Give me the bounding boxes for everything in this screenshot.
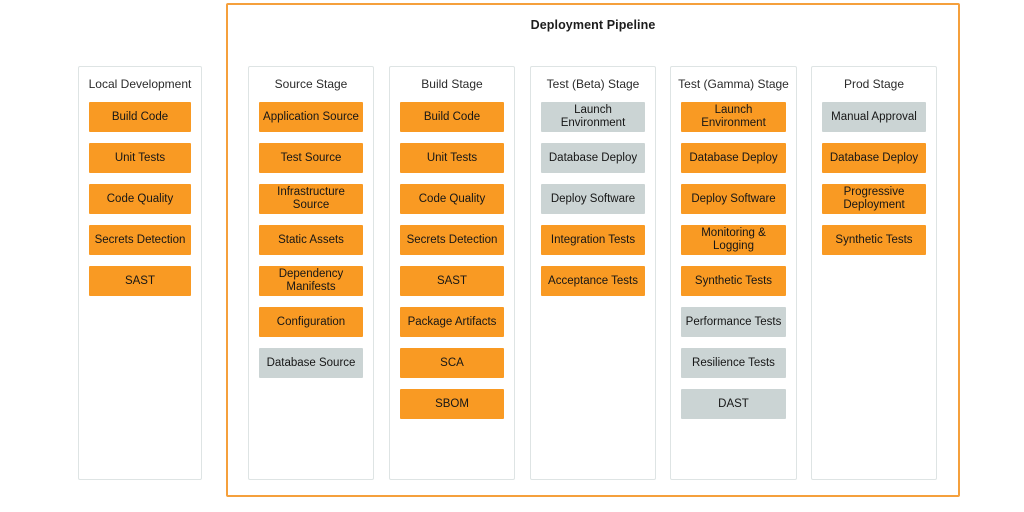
pipeline-step[interactable]: Deploy Software xyxy=(541,184,645,214)
pipeline-step[interactable]: Manual Approval xyxy=(822,102,926,132)
pipeline-step[interactable]: Dependency Manifests xyxy=(259,266,363,296)
pipeline-step[interactable]: SAST xyxy=(400,266,504,296)
pipeline-step[interactable]: Monitoring & Logging xyxy=(681,225,786,255)
pipeline-container: Deployment Pipeline xyxy=(226,3,960,497)
pipeline-step[interactable]: Integration Tests xyxy=(541,225,645,255)
pipeline-step[interactable]: Database Deploy xyxy=(681,143,786,173)
pipeline-step[interactable]: Secrets Detection xyxy=(89,225,191,255)
stage-header-prod-stage: Prod Stage xyxy=(843,77,905,91)
pipeline-step[interactable]: Resilience Tests xyxy=(681,348,786,378)
stage-header-local-development: Local Development xyxy=(88,77,192,91)
pipeline-title: Deployment Pipeline xyxy=(530,18,656,32)
pipeline-step[interactable]: Launch Environment xyxy=(541,102,645,132)
stage-header-build-stage: Build Stage xyxy=(421,77,483,91)
pipeline-step[interactable]: Progressive Deployment xyxy=(822,184,926,214)
pipeline-step[interactable]: Static Assets xyxy=(259,225,363,255)
pipeline-step[interactable]: Unit Tests xyxy=(89,143,191,173)
stage-header-source-stage: Source Stage xyxy=(274,77,348,91)
pipeline-step[interactable]: Infrastructure Source xyxy=(259,184,363,214)
pipeline-step[interactable]: SBOM xyxy=(400,389,504,419)
pipeline-step[interactable]: Synthetic Tests xyxy=(822,225,926,255)
pipeline-step[interactable]: Synthetic Tests xyxy=(681,266,786,296)
pipeline-step[interactable]: SCA xyxy=(400,348,504,378)
pipeline-step[interactable]: Code Quality xyxy=(89,184,191,214)
pipeline-step[interactable]: Performance Tests xyxy=(681,307,786,337)
pipeline-step[interactable]: SAST xyxy=(89,266,191,296)
pipeline-step[interactable]: Database Source xyxy=(259,348,363,378)
pipeline-step[interactable]: Unit Tests xyxy=(400,143,504,173)
pipeline-step[interactable]: Launch Environment xyxy=(681,102,786,132)
pipeline-step[interactable]: Test Source xyxy=(259,143,363,173)
stage-header-test-beta-stage: Test (Beta) Stage xyxy=(546,77,640,91)
pipeline-step[interactable]: Build Code xyxy=(400,102,504,132)
pipeline-step[interactable]: Configuration xyxy=(259,307,363,337)
pipeline-step[interactable]: Database Deploy xyxy=(541,143,645,173)
pipeline-step[interactable]: Deploy Software xyxy=(681,184,786,214)
pipeline-step[interactable]: Secrets Detection xyxy=(400,225,504,255)
stage-header-test-gamma-stage: Test (Gamma) Stage xyxy=(678,77,789,91)
pipeline-step[interactable]: Code Quality xyxy=(400,184,504,214)
pipeline-step[interactable]: Package Artifacts xyxy=(400,307,504,337)
pipeline-step[interactable]: Database Deploy xyxy=(822,143,926,173)
pipeline-step[interactable]: Acceptance Tests xyxy=(541,266,645,296)
pipeline-step[interactable]: Application Source xyxy=(259,102,363,132)
pipeline-step[interactable]: Build Code xyxy=(89,102,191,132)
pipeline-step[interactable]: DAST xyxy=(681,389,786,419)
